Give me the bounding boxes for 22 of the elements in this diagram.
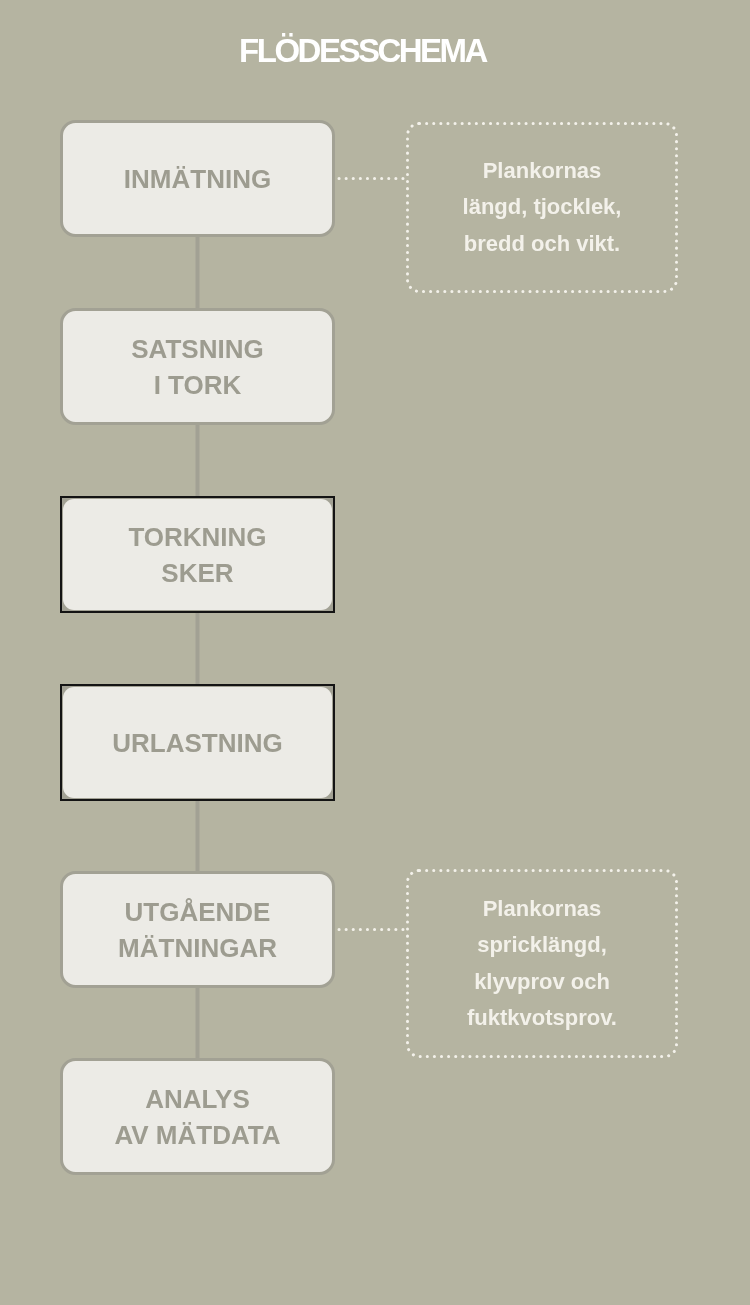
process-box [60,871,335,988]
dotted-leader-line [337,177,406,180]
dotted-leader-line [337,928,406,931]
step-label: UTGÅENDE MÄTNINGAR [118,895,277,965]
step-label: SATSNING I TORK [131,332,264,402]
process-box [60,1058,335,1175]
note-box [406,122,678,293]
note-text: Plankornas längd, tjocklek, bredd och vikt. [462,156,622,258]
process-box [60,308,335,425]
step-label: TORKNING SKER [128,520,267,590]
process-box [60,120,335,237]
step-label: ANALYS AV MÄTDATA [114,1082,281,1152]
connector-line [195,613,200,684]
note-box [406,869,678,1058]
outlined-process-box [60,496,335,613]
connector-line [195,425,200,496]
note-text: Plankornas spricklängd, klyvprov och fuktkvotsprov. [467,894,617,1032]
diagram-title: FLÖDESSCHEMA [239,31,486,71]
step-label: INMÄTNING [123,162,272,196]
connector-line [195,801,200,871]
outlined-process-box [60,684,335,801]
step-label: URLASTNING [112,726,283,760]
